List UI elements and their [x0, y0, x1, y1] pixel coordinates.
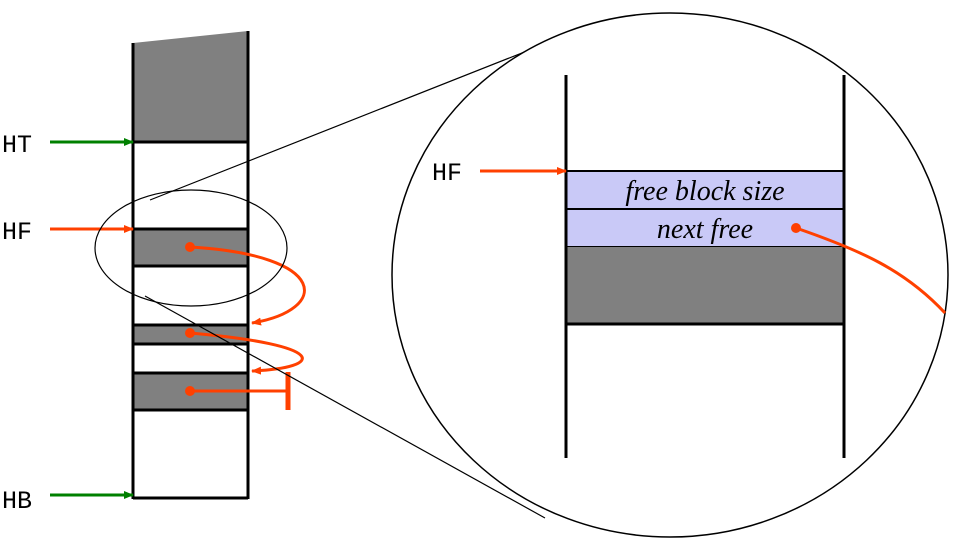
used-block-top	[133, 31, 248, 142]
field-label-next-free: next free	[657, 214, 753, 245]
zoom-magnifier: free block size next free HF	[391, 12, 949, 538]
heap-bottom-label: HB	[2, 487, 32, 516]
free-list-links	[189, 245, 306, 410]
zoom-guide-upper	[149, 29, 581, 201]
heap-top-label: HT	[2, 131, 32, 160]
heap-column	[131, 31, 250, 500]
free-link-origin-dots	[185, 242, 195, 396]
free-block-size-field	[565, 170, 845, 210]
zoom-free-label: HF	[432, 159, 462, 188]
free-link-first-to-second	[189, 245, 306, 326]
heap-free-label: HF	[2, 218, 32, 247]
zoom-focus-ellipse	[94, 189, 288, 307]
zoomed-used-block	[566, 247, 844, 324]
heap-block-dividers	[133, 140, 248, 500]
next-free-link	[795, 226, 947, 315]
zoom-guide-lower	[144, 295, 546, 519]
field-label-free-block-size: free block size	[625, 176, 784, 207]
